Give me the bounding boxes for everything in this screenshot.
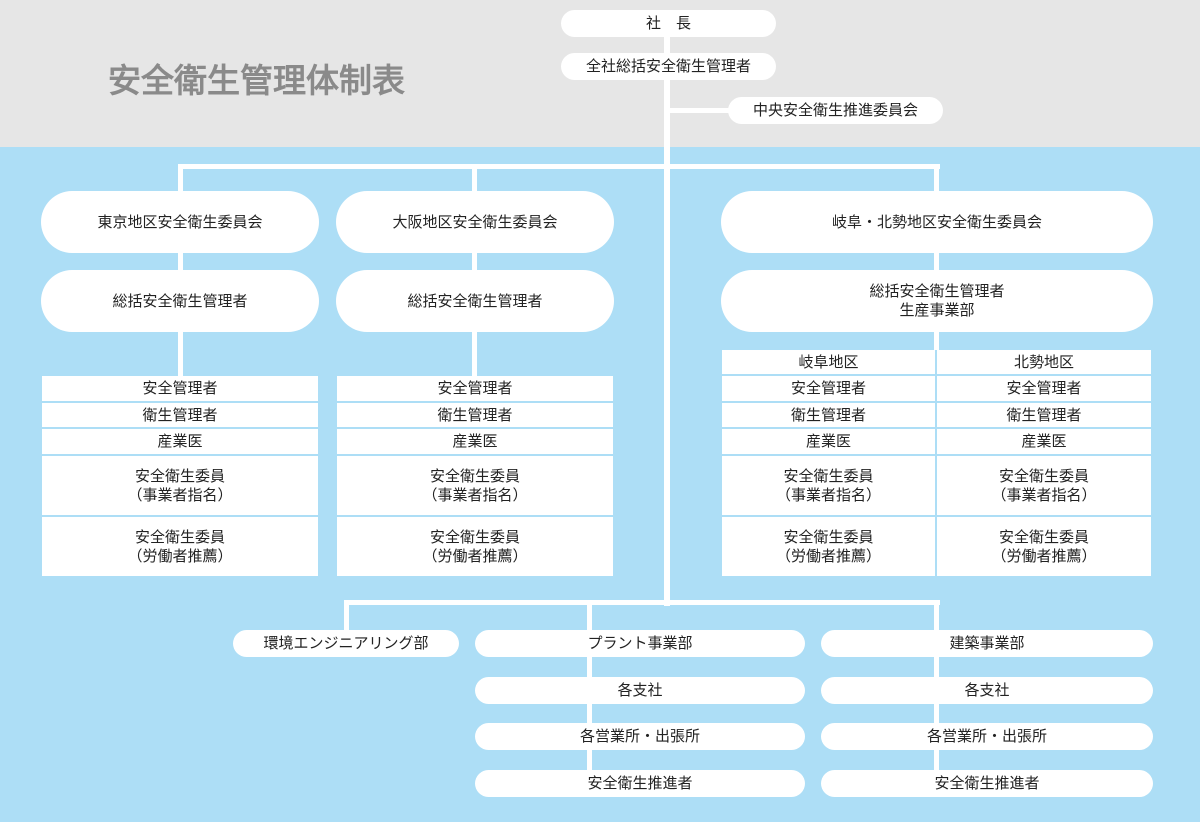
gifu-role-safety-manager: 安全管理者 xyxy=(722,376,935,401)
env-connector xyxy=(344,600,349,632)
tokyo-role-committee-worker: 安全衛生委員（労働者推薦） xyxy=(42,517,318,576)
osaka-committee-box[interactable]: 大阪地区安全衛生委員会 xyxy=(336,191,614,253)
gifu-hokusei-manager-dept: 生産事業部 xyxy=(899,301,975,319)
gifu-role-committee-worker: 安全衛生委員（労働者推薦） xyxy=(722,517,935,576)
gifu-connector xyxy=(934,164,939,350)
plant-promoter-box[interactable]: 安全衛生推進者 xyxy=(475,770,805,797)
president-box[interactable]: 社 長 xyxy=(561,10,776,37)
tokyo-role-health-manager: 衛生管理者 xyxy=(42,403,318,427)
tokyo-role-industrial-physician: 産業医 xyxy=(42,429,318,454)
trunk-connector xyxy=(664,36,670,606)
page-title: 安全衛生管理体制表 xyxy=(108,61,405,100)
hokusei-role-health-manager: 衛生管理者 xyxy=(937,403,1151,427)
osaka-committee-label: 大阪地区安全衛生委員会 xyxy=(392,212,558,231)
construction-promoter-label: 安全衛生推進者 xyxy=(934,774,1040,792)
tokyo-role-committee-employer: 安全衛生委員（事業者指名） xyxy=(42,456,318,515)
construction-division-box[interactable]: 建築事業部 xyxy=(821,630,1153,657)
osaka-role-health-manager: 衛生管理者 xyxy=(337,403,613,427)
construction-branches-label: 各支社 xyxy=(964,681,1010,699)
construction-branches-box[interactable]: 各支社 xyxy=(821,677,1153,704)
central-committee-box[interactable]: 中央安全衛生推進委員会 xyxy=(728,97,943,124)
plant-division-box[interactable]: プラント事業部 xyxy=(475,630,805,657)
gifu-hokusei-committee-box[interactable]: 岐阜・北勢地区安全衛生委員会 xyxy=(721,191,1153,253)
osaka-manager-label: 総括安全衛生管理者 xyxy=(407,291,543,310)
tokyo-manager-label: 総括安全衛生管理者 xyxy=(112,291,248,310)
plant-division-label: プラント事業部 xyxy=(587,634,693,652)
plant-branches-box[interactable]: 各支社 xyxy=(475,677,805,704)
construction-division-label: 建築事業部 xyxy=(949,634,1025,652)
gifu-role-committee-employer: 安全衛生委員（事業者指名） xyxy=(722,456,935,515)
hokusei-role-committee-worker: 安全衛生委員（労働者推薦） xyxy=(937,517,1151,576)
tokyo-committee-label: 東京地区安全衛生委員会 xyxy=(97,212,263,231)
gifu-district-header: 岐阜地区 xyxy=(722,350,935,374)
construction-offices-label: 各営業所・出張所 xyxy=(926,727,1047,745)
plant-promoter-label: 安全衛生推進者 xyxy=(587,774,693,792)
osaka-manager-box[interactable]: 総括安全衛生管理者 xyxy=(336,270,614,332)
hokusei-role-committee-employer: 安全衛生委員（事業者指名） xyxy=(937,456,1151,515)
central-committee-connector xyxy=(664,108,734,113)
gifu-role-health-manager: 衛生管理者 xyxy=(722,403,935,427)
gifu-hokusei-committee-label: 岐阜・北勢地区安全衛生委員会 xyxy=(831,212,1042,231)
general-safety-manager-box[interactable]: 全社総括安全衛生管理者 xyxy=(561,53,776,80)
general-safety-manager-label: 全社総括安全衛生管理者 xyxy=(585,57,751,75)
osaka-role-industrial-physician: 産業医 xyxy=(337,429,613,454)
tokyo-role-safety-manager: 安全管理者 xyxy=(42,376,318,401)
president-label: 社 長 xyxy=(645,14,691,32)
construction-offices-box[interactable]: 各営業所・出張所 xyxy=(821,723,1153,750)
hokusei-district-header: 北勢地区 xyxy=(937,350,1151,374)
central-committee-label: 中央安全衛生推進委員会 xyxy=(752,101,918,119)
env-engineering-division-label: 環境エンジニアリング部 xyxy=(263,634,429,652)
plant-offices-box[interactable]: 各営業所・出張所 xyxy=(475,723,805,750)
plant-branches-label: 各支社 xyxy=(617,681,663,699)
gifu-role-industrial-physician: 産業医 xyxy=(722,429,935,454)
osaka-role-committee-employer: 安全衛生委員（事業者指名） xyxy=(337,456,613,515)
tokyo-manager-box[interactable]: 総括安全衛生管理者 xyxy=(41,270,319,332)
env-engineering-division-box[interactable]: 環境エンジニアリング部 xyxy=(233,630,459,657)
hokusei-role-industrial-physician: 産業医 xyxy=(937,429,1151,454)
divisions-horizontal-connector xyxy=(344,600,940,605)
construction-promoter-box[interactable]: 安全衛生推進者 xyxy=(821,770,1153,797)
plant-offices-label: 各営業所・出張所 xyxy=(579,727,700,745)
hokusei-role-safety-manager: 安全管理者 xyxy=(937,376,1151,401)
tokyo-committee-box[interactable]: 東京地区安全衛生委員会 xyxy=(41,191,319,253)
osaka-role-committee-worker: 安全衛生委員（労働者推薦） xyxy=(337,517,613,576)
gifu-hokusei-manager-box[interactable]: 総括安全衛生管理者 生産事業部 xyxy=(721,270,1153,332)
regions-horizontal-connector xyxy=(178,164,940,169)
gifu-hokusei-manager-label: 総括安全衛生管理者 xyxy=(869,282,1005,300)
osaka-role-safety-manager: 安全管理者 xyxy=(337,376,613,401)
